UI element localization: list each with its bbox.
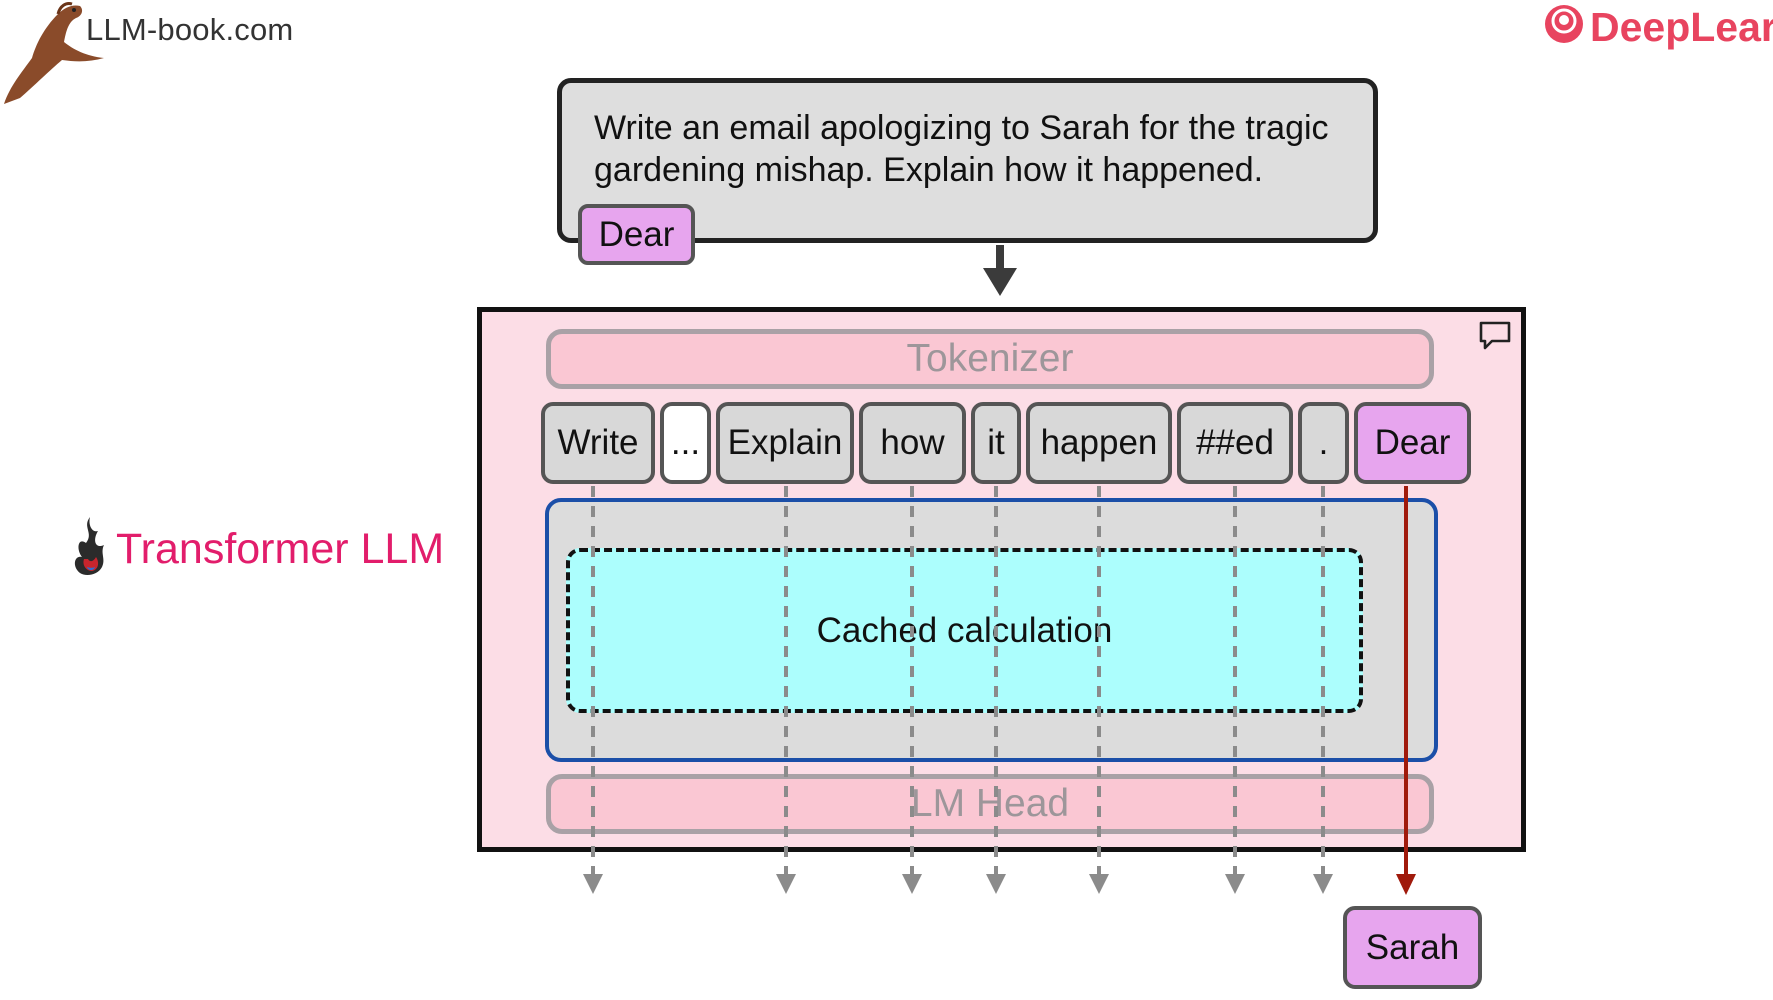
- token-explain: Explain: [716, 402, 854, 484]
- token-ed: ##ed: [1177, 402, 1293, 484]
- site-name: LLM-book.com: [86, 12, 294, 47]
- new-token-arrow-head: [1396, 874, 1416, 895]
- token-it: it: [971, 402, 1021, 484]
- transformer-llm-label: Transformer LLM: [116, 525, 445, 573]
- token-write: Write: [541, 402, 655, 484]
- output-token-sarah: Sarah: [1343, 906, 1482, 989]
- kangaroo-logo-icon: [4, 2, 104, 104]
- token-happen: happen: [1026, 402, 1172, 484]
- prompt-token-dear: Dear: [578, 204, 695, 265]
- comment-icon: [1479, 321, 1511, 350]
- token-how: how: [859, 402, 966, 484]
- prompt-box: Write an email apologizing to Sarah for …: [557, 78, 1378, 243]
- token-ellipsis: ...: [660, 402, 711, 484]
- deeplearning-brand: DeepLearn: [1590, 4, 1773, 50]
- cached-calculation-box: Cached calculation: [566, 548, 1363, 713]
- input-arrow-head: [983, 268, 1017, 296]
- lm-head-bar: LM Head: [546, 774, 1434, 834]
- flame-icon: [74, 517, 104, 575]
- dashed-flow-lines: [591, 486, 1325, 876]
- tokenizer-bar: Tokenizer: [546, 329, 1434, 389]
- dashed-arrow-heads: [583, 874, 1333, 894]
- token-period: .: [1298, 402, 1349, 484]
- token-dear: Dear: [1354, 402, 1471, 484]
- prompt-text: Write an email apologizing to Sarah for …: [594, 109, 1329, 189]
- deeplearning-logo-icon: [1545, 5, 1583, 43]
